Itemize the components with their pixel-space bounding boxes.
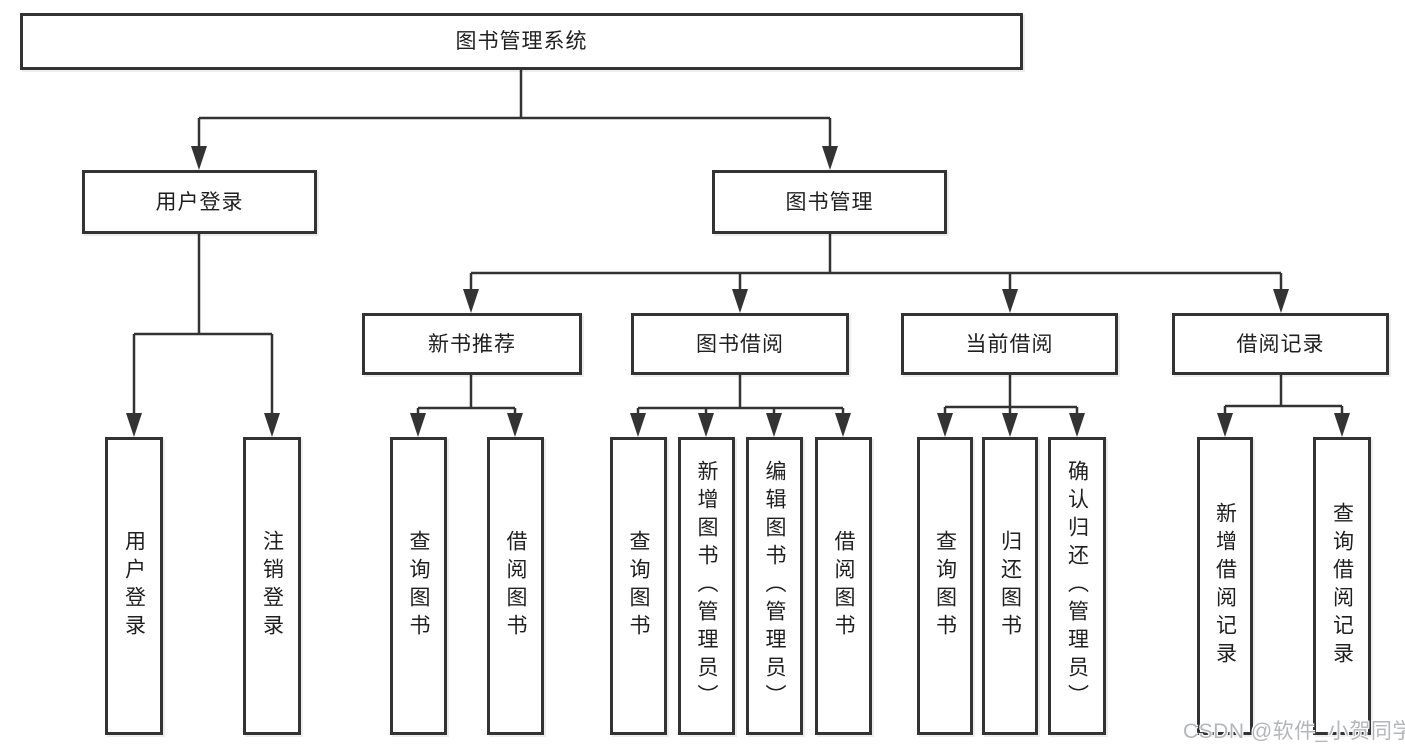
leaf-current-query-books: 查询图书 [917, 437, 973, 735]
leaf-add-books-admin: 新增图书（管理员） [678, 437, 735, 735]
node-user-login: 用户登录 [82, 170, 317, 234]
node-label: 借阅图书 [832, 530, 855, 642]
arrowhead [698, 413, 714, 437]
node-label: 图书管理 [785, 190, 874, 214]
node-label: 注销登录 [260, 530, 284, 642]
node-label: 借阅记录 [1236, 332, 1325, 356]
arrowhead [766, 413, 782, 437]
leaf-return-books: 归还图书 [982, 437, 1038, 735]
node-label: 查询借阅记录 [1330, 502, 1354, 670]
node-label: 新书推荐 [428, 332, 516, 356]
leaf-confirm-return-admin: 确认归还（管理员） [1048, 437, 1106, 735]
leaf-edit-books-admin: 编辑图书（管理员） [746, 437, 803, 735]
arrowhead [1273, 289, 1289, 313]
leaf-borrowing-borrow-books: 借阅图书 [815, 437, 872, 735]
arrowhead [732, 289, 748, 313]
node-label: 图书借阅 [696, 332, 784, 356]
node-new-book-recommend: 新书推荐 [362, 313, 582, 375]
arrowhead [1334, 413, 1350, 437]
arrowhead [507, 413, 523, 437]
node-label: 查询图书 [627, 530, 650, 642]
node-label: 查询图书 [407, 530, 430, 642]
leaf-borrowing-query-books: 查询图书 [610, 437, 667, 735]
arrowhead [410, 413, 426, 437]
leaf-query-borrow-record: 查询借阅记录 [1313, 437, 1371, 735]
node-label: 编辑图书（管理员） [763, 460, 786, 712]
arrowhead [1002, 289, 1018, 313]
leaf-logout: 注销登录 [243, 437, 301, 735]
leaf-recommend-query-books: 查询图书 [390, 437, 447, 735]
arrowhead [1002, 413, 1018, 437]
node-label: 当前借阅 [965, 332, 1054, 356]
node-book-management: 图书管理 [712, 170, 947, 234]
arrowhead [630, 413, 646, 437]
csdn-watermark: CSDN @软件_小贺同学 [1183, 720, 1405, 743]
arrowhead [264, 413, 280, 437]
node-borrow-records: 借阅记录 [1172, 313, 1389, 375]
node-label: 查询图书 [933, 530, 957, 642]
leaf-user-login: 用户登录 [105, 437, 163, 735]
node-label: 归还图书 [998, 530, 1022, 642]
node-current-borrowing: 当前借阅 [901, 313, 1118, 375]
node-label: 用户登录 [122, 530, 146, 642]
arrowhead [126, 413, 142, 437]
leaf-add-borrow-record: 新增借阅记录 [1197, 437, 1253, 735]
node-label: 图书管理系统 [455, 30, 588, 53]
arrowhead [1069, 413, 1085, 437]
arrowhead [463, 289, 479, 313]
node-label: 借阅图书 [504, 530, 527, 642]
node-root: 图书管理系统 [20, 13, 1023, 70]
arrowhead [822, 146, 838, 170]
node-book-borrowing: 图书借阅 [631, 313, 849, 375]
leaf-recommend-borrow-books: 借阅图书 [487, 437, 544, 735]
node-label: 确认归还（管理员） [1065, 460, 1089, 712]
arrowhead [937, 413, 953, 437]
node-label: 用户登录 [155, 190, 244, 214]
arrowhead [191, 146, 207, 170]
node-label: 新增借阅记录 [1213, 502, 1237, 670]
arrowhead [1217, 413, 1233, 437]
arrowhead [835, 413, 851, 437]
node-label: 新增图书（管理员） [695, 460, 718, 712]
